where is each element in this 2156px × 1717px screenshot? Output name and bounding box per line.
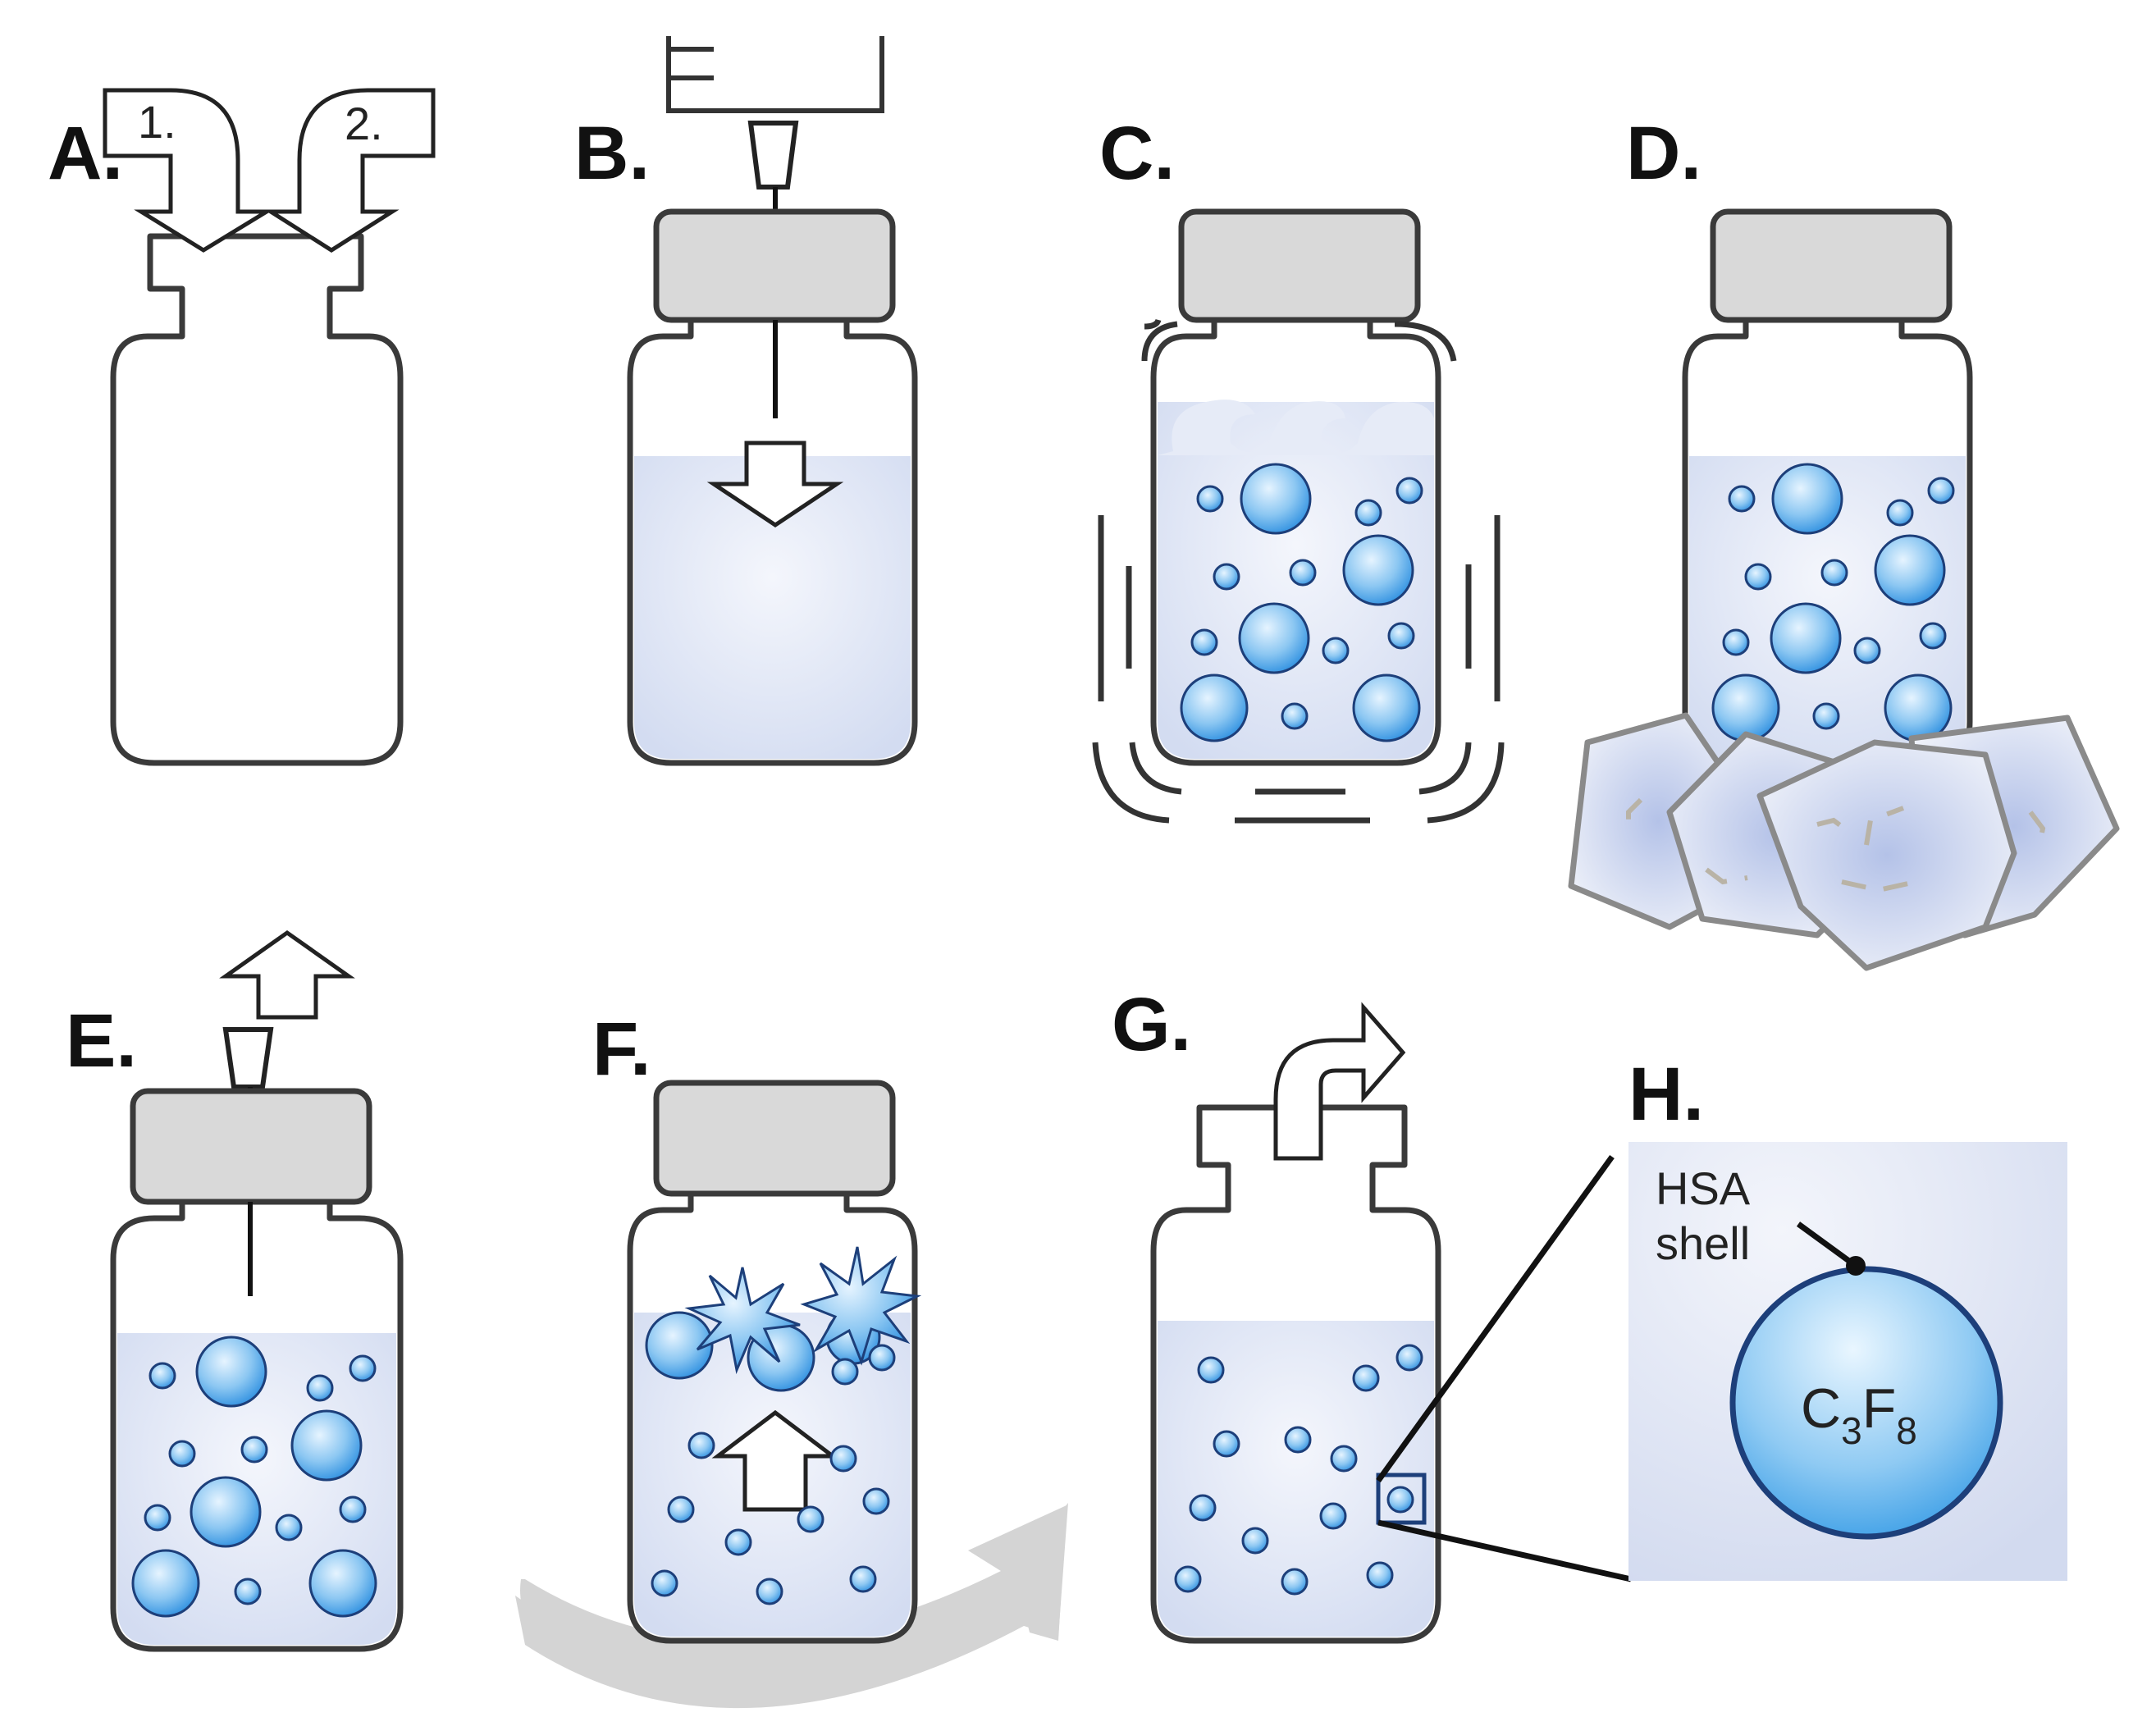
shell-pointer-dot xyxy=(1846,1256,1866,1276)
bubbles-g xyxy=(1174,1344,1423,1596)
panel-label-c: C. xyxy=(1099,112,1175,195)
open-vial xyxy=(110,233,404,766)
panel-a: 1. 2. A. xyxy=(48,88,436,766)
shell-label-line1: HSA xyxy=(1656,1162,1751,1214)
panel-label-a: A. xyxy=(48,112,123,195)
bubbles-c xyxy=(1180,463,1423,742)
swirl-arrow-body xyxy=(520,1505,1067,1689)
swirl-arrow xyxy=(515,1503,1068,1709)
panel-h: HSA shell C3F8 H. xyxy=(1376,1053,2067,1582)
panel-g: G. xyxy=(1112,983,1441,1644)
cap-d xyxy=(1710,208,1953,323)
arrow-step-2 xyxy=(263,88,436,253)
zoom-line-bottom xyxy=(1377,1519,1632,1582)
bubbles-f xyxy=(651,1432,890,1605)
panel-c: C. xyxy=(1092,112,1505,824)
liquid-b xyxy=(634,456,911,759)
burst-star-2 xyxy=(800,1246,922,1366)
zoom-line-top xyxy=(1376,1154,1615,1483)
bursting-bubbles xyxy=(645,1246,922,1392)
syringe-hub-e xyxy=(222,1027,274,1089)
microbubble xyxy=(1729,1266,2003,1540)
arrow-up-rise xyxy=(711,1409,839,1512)
panel-label-e: E. xyxy=(66,999,137,1083)
shell-pointer xyxy=(1796,1222,1858,1268)
waves xyxy=(1158,400,1434,455)
panel-f: F. xyxy=(515,1007,1068,1709)
panel-label-d: D. xyxy=(1626,112,1702,195)
gas-formula: C3F8 xyxy=(1801,1377,1917,1452)
arrow-out-pour xyxy=(1273,1002,1406,1161)
ice-cubes xyxy=(1568,712,2120,971)
arrow-step-1 xyxy=(103,88,274,253)
panel-label-h: H. xyxy=(1628,1053,1704,1136)
panel-label-g: G. xyxy=(1112,983,1191,1066)
cap-b xyxy=(653,208,896,323)
step-2-label: 2. xyxy=(345,98,383,149)
syringe-plunger xyxy=(669,47,714,80)
zoom-box xyxy=(1376,1473,1427,1525)
cap-c xyxy=(1178,208,1421,323)
panel-b: B. xyxy=(574,36,918,766)
liquid-g xyxy=(1158,1321,1434,1637)
bubbles-e xyxy=(131,1336,377,1618)
shell-label-line2: shell xyxy=(1656,1217,1750,1269)
shake-lines xyxy=(1092,318,1505,824)
burst-star-1 xyxy=(684,1267,801,1375)
arrow-down-inject xyxy=(706,441,844,528)
arrow-up-withdraw xyxy=(219,929,355,1020)
bubbles-d xyxy=(1711,463,1955,742)
panel-label-f: F. xyxy=(592,1007,651,1091)
panel-label-b: B. xyxy=(574,112,650,195)
panel-d: D. xyxy=(1568,112,2120,971)
syringe-hub xyxy=(747,121,799,190)
cap-e xyxy=(130,1088,372,1205)
syringe-barrel xyxy=(666,36,884,113)
step-1-label: 1. xyxy=(138,96,176,148)
panel-e: E. xyxy=(66,929,404,1652)
cap-f xyxy=(653,1080,896,1197)
